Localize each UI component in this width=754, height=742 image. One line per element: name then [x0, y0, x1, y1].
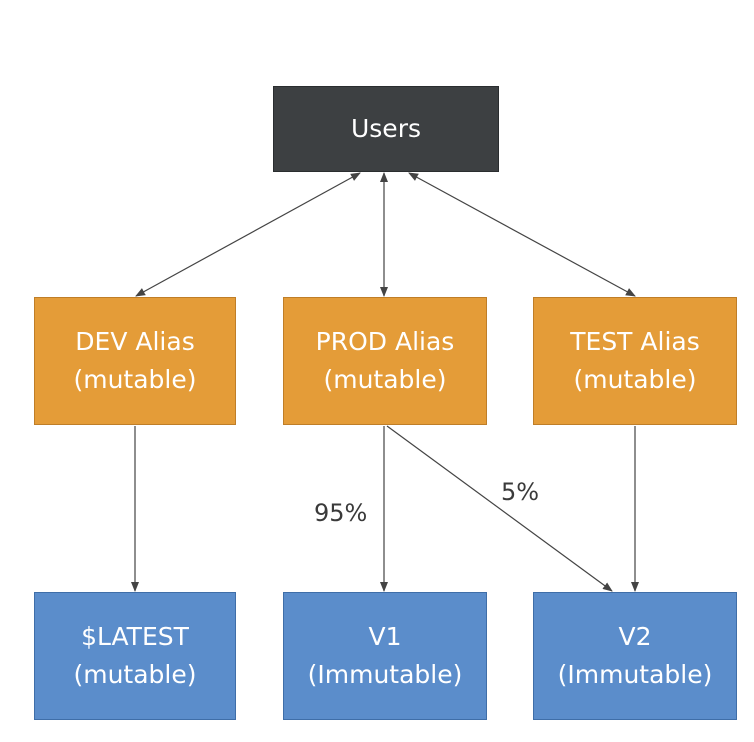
v1-version-node: V1 (Immutable) [283, 592, 487, 720]
test-alias-subtitle: (mutable) [573, 365, 697, 394]
prod-alias-title: PROD Alias [315, 327, 455, 356]
users-dev-connector [135, 172, 361, 297]
v1-version-title: V1 [368, 622, 402, 651]
v2-version-title: V2 [618, 622, 652, 651]
latest-version-node: $LATEST (mutable) [34, 592, 236, 720]
dev-alias-subtitle: (mutable) [73, 365, 197, 394]
users-node-label: Users [350, 114, 421, 143]
users-node: Users [273, 86, 499, 172]
prod-alias-subtitle: (mutable) [323, 365, 447, 394]
prod-v2-weight-label: 5% [501, 478, 540, 506]
prod-v1-weight-label: 95% [314, 499, 368, 527]
dev-alias-title: DEV Alias [75, 327, 195, 356]
latest-version-subtitle: (mutable) [73, 660, 197, 689]
v2-version-node: V2 (Immutable) [533, 592, 737, 720]
test-alias-node: TEST Alias (mutable) [533, 297, 737, 425]
v1-version-subtitle: (Immutable) [307, 660, 463, 689]
dev-alias-node: DEV Alias (mutable) [34, 297, 236, 425]
latest-version-title: $LATEST [81, 622, 189, 651]
v2-version-subtitle: (Immutable) [557, 660, 713, 689]
prod-alias-node: PROD Alias (mutable) [283, 297, 487, 425]
prod-v2-connector [386, 425, 613, 592]
test-alias-title: TEST Alias [570, 327, 700, 356]
users-test-connector [408, 172, 636, 297]
